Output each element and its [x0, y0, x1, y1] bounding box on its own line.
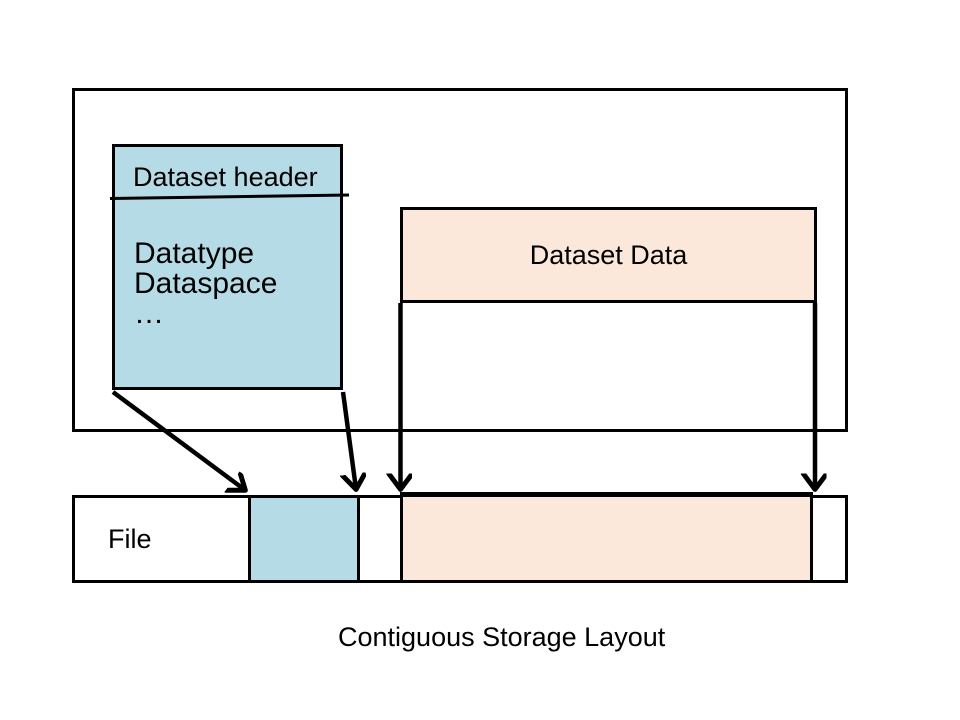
dataspace-label: Dataspace [134, 267, 278, 300]
ellipsis-label: … [134, 297, 164, 330]
datatype-label: Datatype [134, 237, 255, 270]
dataset-header-contents: Datatype Dataspace … [134, 239, 277, 329]
dataset-header-box: Dataset header Datatype Dataspace … [112, 144, 343, 390]
file-label: File [108, 523, 152, 554]
dataset-data-label: Dataset Data [529, 239, 688, 270]
dataset-data-box: Dataset Data [400, 207, 817, 303]
file-header-segment [248, 495, 360, 583]
caption: Contiguous Storage Layout [338, 622, 666, 652]
dataset-object-box [72, 88, 848, 432]
file-data-segment [400, 492, 813, 583]
dataset-header-label: Dataset header [133, 162, 318, 192]
